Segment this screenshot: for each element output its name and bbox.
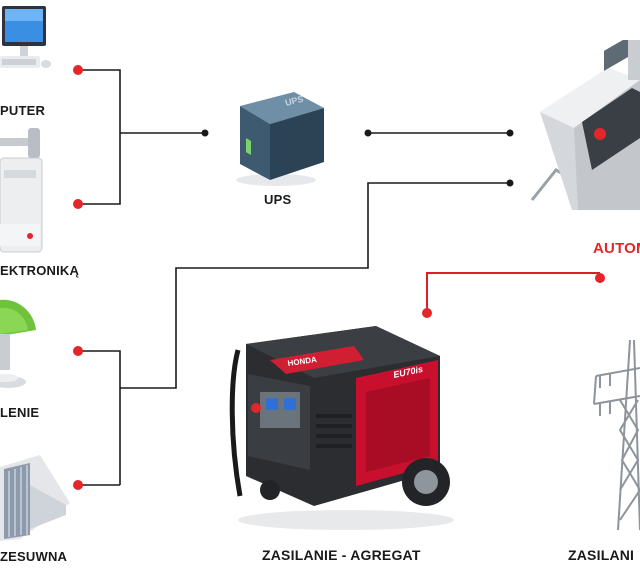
ups-case-text: UPS <box>284 94 304 108</box>
connection-dot <box>73 346 83 356</box>
junction-dot <box>201 129 209 137</box>
wire-boiler <box>78 133 121 205</box>
wire-generator-to-automation <box>426 272 600 313</box>
junction-dot <box>364 129 372 137</box>
grid-label: ZASILANI <box>568 547 635 563</box>
boiler-label: EKTRONIKĄ <box>0 263 80 278</box>
computer-label: PUTER <box>0 103 46 118</box>
connection-dot <box>595 273 605 283</box>
computer-icon <box>0 6 51 68</box>
junction-dot <box>506 129 514 137</box>
generator-icon: HONDA EU70is <box>229 326 454 530</box>
ups-label: UPS <box>264 192 292 207</box>
connection-dot <box>73 480 83 490</box>
connection-dot <box>73 199 83 209</box>
wire-loads-to-automation <box>120 182 510 389</box>
wire-computer <box>78 69 121 133</box>
connection-dot <box>73 65 83 75</box>
automation-panel-icon <box>530 40 640 210</box>
gate-label: ZESUWNA <box>0 549 68 564</box>
generator-brand-text: HONDA <box>287 355 318 368</box>
boiler-icon <box>0 128 43 253</box>
gate-icon <box>0 455 70 541</box>
generator-label: ZASILANIE - AGREGAT <box>262 547 421 563</box>
power-pylon-icon <box>593 340 640 531</box>
lamp-icon <box>0 299 36 388</box>
ups-icon: UPS <box>236 92 324 186</box>
junction-dot <box>506 179 514 187</box>
wire-lighting <box>78 350 121 485</box>
connection-dot <box>422 308 432 318</box>
lighting-label: LENIE <box>0 405 40 420</box>
automation-label: AUTOM <box>593 240 640 257</box>
